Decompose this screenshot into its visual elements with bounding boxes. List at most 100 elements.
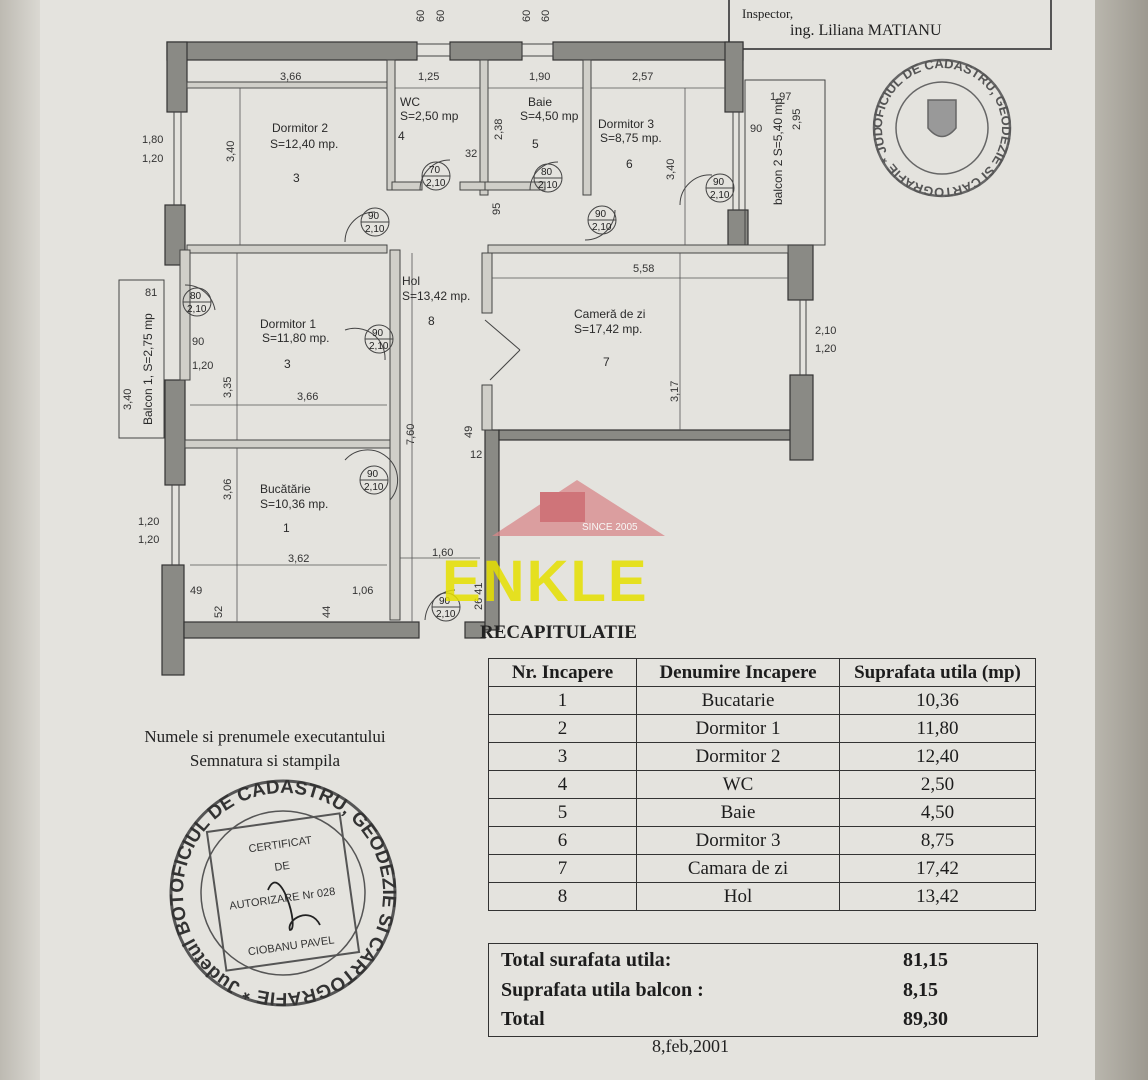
dim-label: 12	[470, 449, 482, 461]
dim-label: 2,38	[493, 119, 505, 140]
room-area: S=4,50 mp	[520, 109, 579, 123]
stamp-right-ring: OFICIUL DE CADASTRU, GEODEZIE SI CARTOGR…	[0, 0, 1014, 200]
svg-text:70: 70	[429, 165, 441, 176]
total-label: Suprafata utila balcon :	[501, 979, 704, 1001]
stamp-left: OFICIUL DE CADASTRU, GEODEZIE SI CARTOGR…	[0, 0, 399, 1009]
recap-table: Nr. Incapere Denumire Incapere Suprafata…	[488, 658, 1036, 911]
door-swings	[184, 159, 713, 621]
balcony-2-label: balcon 2 S=5,40 mp	[771, 98, 785, 205]
dim-label: 3,66	[297, 391, 318, 403]
dim-label: 49	[463, 426, 475, 438]
cell-suprafata: 2,50	[839, 770, 1036, 799]
total-value: 8,15	[903, 979, 938, 1001]
interior-walls	[179, 59, 789, 621]
dim-label: 3,40	[122, 389, 134, 410]
room-name: Cameră de zi	[574, 307, 645, 321]
room-number: 8	[428, 314, 435, 328]
svg-text:OFICIUL DE CADASTRU, GEODEZIE: OFICIUL DE CADASTRU, GEODEZIE SI CARTOGR…	[0, 0, 1014, 200]
cell-nr: 4	[488, 770, 637, 799]
document-date: 8,feb,2001	[652, 1036, 729, 1056]
dim-label: 1,20	[142, 153, 163, 165]
balcony-1-label: Balcon 1, S=2,75 mp	[141, 313, 155, 425]
dim-label: 44	[321, 606, 333, 618]
room-number: 7	[603, 355, 610, 369]
dim-label: 1,06	[352, 585, 373, 597]
cell-nr: 3	[488, 742, 637, 771]
room-name: Dormitor 3	[598, 117, 654, 131]
cell-suprafata: 17,42	[839, 854, 1036, 883]
executant-line: Numele si prenumele executantului	[144, 727, 386, 746]
dim-label: 3,62	[288, 553, 309, 565]
watermark-text: ENKLE	[442, 549, 649, 614]
dim-label: 2,57	[632, 71, 653, 83]
recap-title: RECAPITULATIE	[480, 622, 637, 643]
cell-nr: 2	[488, 714, 637, 743]
room-labels: Dormitor 2 S=12,40 mp. 3 WC S=2,50 mp 4 …	[141, 95, 785, 535]
svg-text:2,10: 2,10	[538, 180, 558, 191]
cell-denumire: Baie	[636, 798, 840, 827]
dim-label: 49	[190, 585, 202, 597]
room-name: Dormitor 2	[272, 121, 328, 135]
door-tag: 802,10	[533, 163, 563, 193]
dim-label: 60	[540, 10, 552, 22]
svg-text:90: 90	[713, 177, 725, 188]
svg-text:2,10: 2,10	[592, 222, 612, 233]
inspector-name: ing. Liliana MATIANU	[790, 22, 942, 39]
dim-label: 3,40	[225, 141, 237, 162]
room-number: 3	[284, 357, 291, 371]
stamp-inner-line: CIOBANU PAVEL	[247, 934, 335, 958]
dim-label: 95	[491, 203, 503, 215]
room-number: 3	[293, 171, 300, 185]
room-name: WC	[400, 95, 420, 109]
cell-denumire: Hol	[636, 882, 840, 911]
total-row: Total surafata utila:81,15	[501, 949, 1021, 972]
dim-label: 3,66	[280, 71, 301, 83]
room-area: S=8,75 mp.	[600, 131, 662, 145]
dim-label: 52	[213, 606, 225, 618]
dim-label: 1,90	[529, 71, 550, 83]
svg-text:90: 90	[372, 328, 384, 339]
stamp-inner-line: DE	[274, 860, 291, 874]
dim-label: 5,58	[633, 263, 654, 275]
total-value: 89,30	[903, 1008, 948, 1030]
room-area: S=2,50 mp	[400, 109, 459, 123]
svg-text:90: 90	[367, 469, 379, 480]
door-tag: 902,10	[431, 592, 461, 622]
svg-text:2,10: 2,10	[436, 609, 456, 620]
cell-suprafata: 13,42	[839, 882, 1036, 911]
room-number: 5	[532, 137, 539, 151]
dim-label: 1,60	[432, 547, 453, 559]
dim-label: 60	[521, 10, 533, 22]
dim-label: 1,97	[770, 91, 791, 103]
executant-line: Semnatura si stampila	[189, 751, 341, 770]
cell-suprafata: 10,36	[839, 686, 1036, 715]
stamp-left-ring: OFICIUL DE CADASTRU, GEODEZIE SI CARTOGR…	[0, 0, 399, 1009]
door-tag: 902,10	[360, 207, 390, 237]
cell-nr: 1	[488, 686, 637, 715]
door-tag: 902,10	[705, 173, 735, 203]
table-header-row: Nr. Incapere Denumire Incapere Suprafata…	[488, 658, 1036, 687]
svg-text:90: 90	[439, 596, 451, 607]
inspector-label: Inspector,	[742, 6, 794, 21]
dim-label: 1,25	[418, 71, 439, 83]
svg-text:90: 90	[368, 211, 380, 222]
room-name: Hol	[402, 274, 420, 288]
dim-label: 60	[415, 10, 427, 22]
cell-suprafata: 4,50	[839, 798, 1036, 827]
room-area: S=11,80 mp.	[262, 331, 330, 345]
svg-text:80: 80	[541, 167, 553, 178]
dim-label: 1,20	[138, 534, 159, 546]
windows	[118, 43, 826, 565]
dim-label: 90	[750, 123, 762, 135]
cell-denumire: WC	[636, 770, 840, 799]
dim-label: 2,95	[791, 109, 803, 130]
